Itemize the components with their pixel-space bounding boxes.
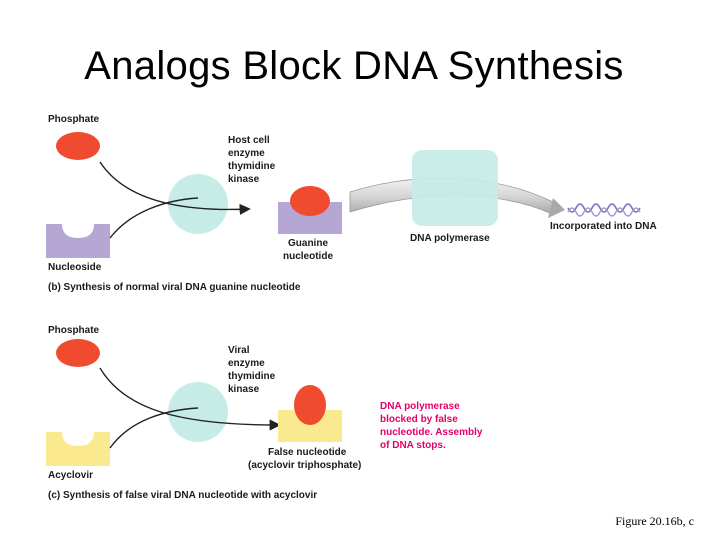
false-nucleotide-label: False nucleotide (acyclovir triphosphate… [248,447,361,471]
svg-text:kinase: kinase [228,384,260,395]
reaction-arrow-b-bottom [109,197,199,239]
svg-text:enzyme: enzyme [228,148,265,159]
phosphate-label-c: Phosphate [48,325,100,336]
reaction-arrow-c-top [99,367,281,431]
svg-text:DNA polymerase: DNA polymerase [380,401,460,412]
phosphate-c [56,339,100,367]
svg-text:(acyclovir triphosphate): (acyclovir triphosphate) [248,460,361,471]
polymerase-arrowhead [548,198,565,218]
svg-text:Host cell: Host cell [228,135,270,146]
svg-text:Guanine: Guanine [288,238,328,249]
dna-helix-icon [567,203,641,217]
svg-text:False nucleotide: False nucleotide [268,447,347,458]
viral-enzyme-label: Viral enzyme thymidine kinase [228,345,276,395]
panel-c: Phosphate Acyclovir Viral enzyme thymidi… [46,325,483,501]
svg-text:nucleotide. Assembly: nucleotide. Assembly [380,427,483,438]
nucleoside-shape [46,224,110,258]
reaction-arrow-b-top [99,161,251,215]
guanine-phosphate [290,186,330,216]
viral-enzyme-circle [168,382,228,442]
figure-caption: Figure 20.16b, c [615,514,694,528]
incorporated-label: Incorporated into DNA [550,221,657,232]
svg-text:thymidine: thymidine [228,161,276,172]
dna-polymerase-box [412,150,498,226]
panel-b-legend: (b) Synthesis of normal viral DNA guanin… [48,282,301,293]
svg-text:thymidine: thymidine [228,371,276,382]
svg-text:nucleotide: nucleotide [283,251,333,262]
nucleoside-label: Nucleoside [48,262,102,273]
reaction-arrow-c-bottom [109,407,199,449]
host-enzyme-label: Host cell enzyme thymidine kinase [228,135,276,185]
page-title: Analogs Block DNA Synthesis [84,44,624,88]
dna-polymerase-label: DNA polymerase [410,233,490,244]
svg-text:kinase: kinase [228,174,260,185]
acyclovir-shape [46,432,110,466]
svg-text:of DNA stops.: of DNA stops. [380,440,446,451]
host-enzyme-circle [168,174,228,234]
guanine-label: Guanine nucleotide [283,238,333,262]
false-nucleotide-phosphate [294,385,326,425]
acyclovir-label: Acyclovir [48,470,93,481]
panel-c-legend: (c) Synthesis of false viral DNA nucleot… [48,490,317,501]
polymerase-blocked-label: DNA polymerase blocked by false nucleoti… [380,401,483,451]
svg-text:blocked by false: blocked by false [380,414,458,425]
svg-text:enzyme: enzyme [228,358,265,369]
panel-b: Phosphate Nucleoside Host cell enzyme th… [46,114,657,293]
svg-text:Viral: Viral [228,345,250,356]
phosphate-label-b: Phosphate [48,114,100,125]
phosphate-b [56,132,100,160]
